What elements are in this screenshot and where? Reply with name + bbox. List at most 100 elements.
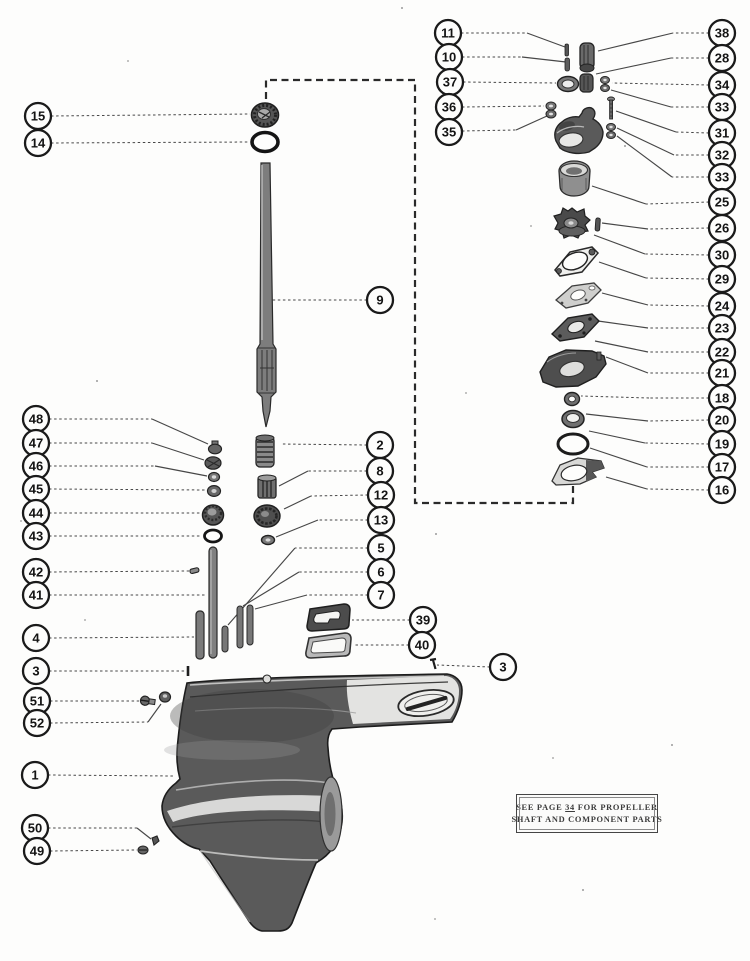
leader-line-24 [647,304,710,307]
callout-bubble-16: 16 [707,475,737,505]
oil-seal-37 [556,75,580,93]
leader-line-13 [275,519,319,538]
callout-bubble-50: 50 [20,813,50,843]
callout-number-33: 33 [715,100,729,115]
bearing-carrier-cover [539,349,607,388]
callout-number-46: 46 [29,459,43,474]
callout-circle-52 [22,708,52,738]
leader-line-21 [605,356,649,374]
shift-shaft-bushing [201,504,225,526]
leader-line-14 [50,141,250,144]
callout-number-10: 10 [442,50,456,65]
callout-number-29: 29 [715,272,729,287]
leader-line-36 [461,105,545,108]
dowel-pin-11 [564,43,569,57]
washer-33-upper [600,84,610,92]
retaining-clip [189,567,200,575]
leader-line-33 [616,135,673,178]
callout-bubble-10: 10 [434,42,464,72]
leader-line-25 [591,185,647,205]
callout-bubble-12: 12 [366,480,396,510]
callout-number-23: 23 [715,321,729,336]
callout-bubble-19: 19 [707,429,737,459]
callout-bubble-7: 7 [366,580,396,610]
callout-bubble-9: 9 [365,285,395,315]
torpedo-highlight [167,795,331,822]
callout-number-21: 21 [715,366,729,381]
washer-34 [600,76,610,84]
leader-line-2 [281,443,368,446]
callout-number-39: 39 [416,613,430,628]
leader-line-10 [521,56,567,63]
callout-number-15: 15 [31,109,45,124]
leader-line-52 [49,721,149,724]
dowel-pin-6 [236,605,244,649]
callout-bubble-2: 2 [365,430,395,460]
callout-bubble-3: 3 [21,656,51,686]
note-line-2: SHAFT AND COMPONENT PARTS [511,815,663,824]
propeller-note-box: SEE PAGE 34 FOR PROPELLER SHAFT AND COMP… [512,794,662,833]
driveshaft-oring [250,130,280,154]
housing-top-bolt [262,674,272,684]
water-passage-grommet-40 [305,632,352,659]
callout-number-44: 44 [29,506,44,521]
leader-line-20 [585,413,649,422]
dowel-pin-7 [246,604,254,646]
water-pump-housing [554,106,604,155]
water-pump-impeller [553,207,591,239]
callout-bubble-47: 47 [21,428,51,458]
leader-line-12 [310,494,369,497]
leader-line-23 [597,320,649,329]
callout-bubble-51: 51 [22,686,52,716]
callout-bubble-48: 48 [21,404,51,434]
leader-line-25 [645,201,710,205]
callout-number-17: 17 [715,460,729,475]
callout-circle-7 [366,580,396,610]
callout-bubble-26: 26 [707,213,737,243]
leader-line-52 [147,703,162,723]
callout-circle-14 [23,128,53,158]
callout-circle-43 [21,521,51,551]
water-passage-grommet-39 [306,603,351,632]
dowel-pin-10 [564,57,570,72]
note-line-1: SEE PAGE 34 FOR PROPELLER [516,803,658,812]
screw-49 [137,845,149,855]
leader-line-38 [597,32,674,52]
callout-number-22: 22 [715,345,729,360]
callout-number-19: 19 [715,437,729,452]
adjusting-nut [204,456,222,470]
callout-bubble-5: 5 [366,533,396,563]
leader-line-32 [616,127,675,156]
callout-circle-40 [407,630,437,660]
leader-line-26 [647,227,710,230]
leader-line-16 [646,488,710,491]
callout-number-33: 33 [715,170,729,185]
leader-line-46 [154,465,208,477]
callout-number-51: 51 [30,694,44,709]
callout-number-41: 41 [29,588,43,603]
callout-circle-3 [21,656,51,686]
callout-number-6: 6 [377,565,384,580]
impeller-drive-key [594,217,601,232]
callout-number-38: 38 [715,26,729,41]
callout-number-45: 45 [29,482,43,497]
callout-circle-16 [707,475,737,505]
leader-line-29 [598,261,647,279]
callout-number-42: 42 [29,565,43,580]
callout-bubbles-layer: 1514484746454443424143515215049928121356… [20,18,737,866]
callout-bubble-42: 42 [21,557,51,587]
callout-bubble-29: 29 [707,264,737,294]
exhaust-slot [397,688,455,718]
leader-line-17 [589,447,648,468]
retainer-ring [260,534,276,546]
leader-line-47 [151,442,205,461]
pump-face-plate [554,246,600,277]
washer-32 [606,123,616,131]
callout-bubble-33: 33 [707,162,737,192]
callout-circle-3 [488,652,518,682]
pump-screw-31 [607,96,615,120]
callout-bubble-11: 11 [433,18,463,48]
stud-tick-3-right [429,657,437,670]
leader-line-35 [461,129,517,132]
